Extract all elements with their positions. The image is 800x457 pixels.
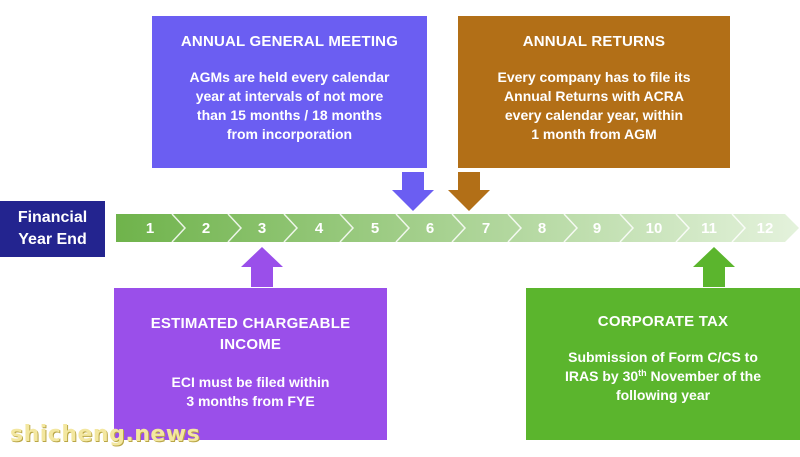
month-label-11: 11 xyxy=(701,220,717,237)
corporate-tax-body: Submission of Form C/CS to IRAS by 30th … xyxy=(526,348,800,405)
financial-year-end-box: Financial Year End xyxy=(0,201,105,257)
eci-line: 3 months from FYE xyxy=(186,393,315,409)
agm-line: than 15 months / 18 months xyxy=(196,107,383,123)
month-label-9: 9 xyxy=(593,220,601,237)
annual-returns-box: ANNUAL RETURNS Every company has to file… xyxy=(458,16,730,168)
agm-box: ANNUAL GENERAL MEETING AGMs are held eve… xyxy=(152,16,427,168)
timeline-separators xyxy=(171,213,747,243)
annual-returns-line: Annual Returns with ACRA xyxy=(504,88,684,104)
corporate-tax-line: IRAS by 30th November of the xyxy=(526,367,800,386)
annual-returns-arrow-down-icon xyxy=(448,172,490,211)
watermark: shicheng.news xyxy=(10,422,201,447)
corporate-tax-title: CORPORATE TAX xyxy=(597,313,729,330)
fye-line-2: Year End xyxy=(18,231,87,248)
month-label-3: 3 xyxy=(258,220,266,237)
timeline-band xyxy=(116,214,799,242)
month-label-6: 6 xyxy=(426,220,434,237)
eci-title-line: INCOME xyxy=(219,336,282,353)
agm-line: AGMs are held every calendar xyxy=(189,69,390,85)
annual-returns-title: ANNUAL RETURNS xyxy=(522,33,666,50)
corporate-tax-line: Submission of Form C/CS to xyxy=(568,349,758,365)
fye-line-1: Financial xyxy=(17,209,88,226)
month-label-10: 10 xyxy=(646,220,663,237)
month-label-2: 2 xyxy=(202,220,210,237)
agm-arrow-down-icon xyxy=(392,172,434,211)
month-label-8: 8 xyxy=(538,220,546,237)
annual-returns-body: Every company has to file its Annual Ret… xyxy=(458,68,730,144)
month-label-4: 4 xyxy=(315,220,324,237)
agm-line: from incorporation xyxy=(226,126,353,142)
corporate-tax-box: CORPORATE TAX Submission of Form C/CS to… xyxy=(526,288,800,440)
annual-returns-line: every calendar year, within xyxy=(504,107,684,123)
month-label-7: 7 xyxy=(482,220,490,237)
month-label-5: 5 xyxy=(371,220,379,237)
corporate-tax-line2-pre: IRAS by 30 xyxy=(565,368,639,384)
annual-returns-line: 1 month from AGM xyxy=(531,126,657,142)
eci-arrow-up-icon xyxy=(241,247,283,287)
eci-body: ECI must be filed within 3 months from F… xyxy=(114,373,387,411)
corporate-tax-line: following year xyxy=(615,387,711,403)
eci-box: ESTIMATED CHARGEABLE INCOME ECI must be … xyxy=(114,288,387,440)
corporate-tax-line2-post: November of the xyxy=(646,368,761,384)
agm-title: ANNUAL GENERAL MEETING xyxy=(180,33,399,50)
corporate-tax-arrow-up-icon xyxy=(693,247,735,287)
month-label-12: 12 xyxy=(757,220,774,237)
agm-body: AGMs are held every calendar year at int… xyxy=(152,68,427,144)
corporate-tax-line2-sup: th xyxy=(638,368,647,378)
agm-line: year at intervals of not more xyxy=(195,88,384,104)
annual-returns-line: Every company has to file its xyxy=(497,69,691,85)
eci-title: ESTIMATED CHARGEABLE INCOME xyxy=(114,313,387,355)
eci-title-line: ESTIMATED CHARGEABLE xyxy=(150,315,351,332)
eci-line: ECI must be filed within xyxy=(171,374,330,390)
month-label-1: 1 xyxy=(146,220,154,237)
